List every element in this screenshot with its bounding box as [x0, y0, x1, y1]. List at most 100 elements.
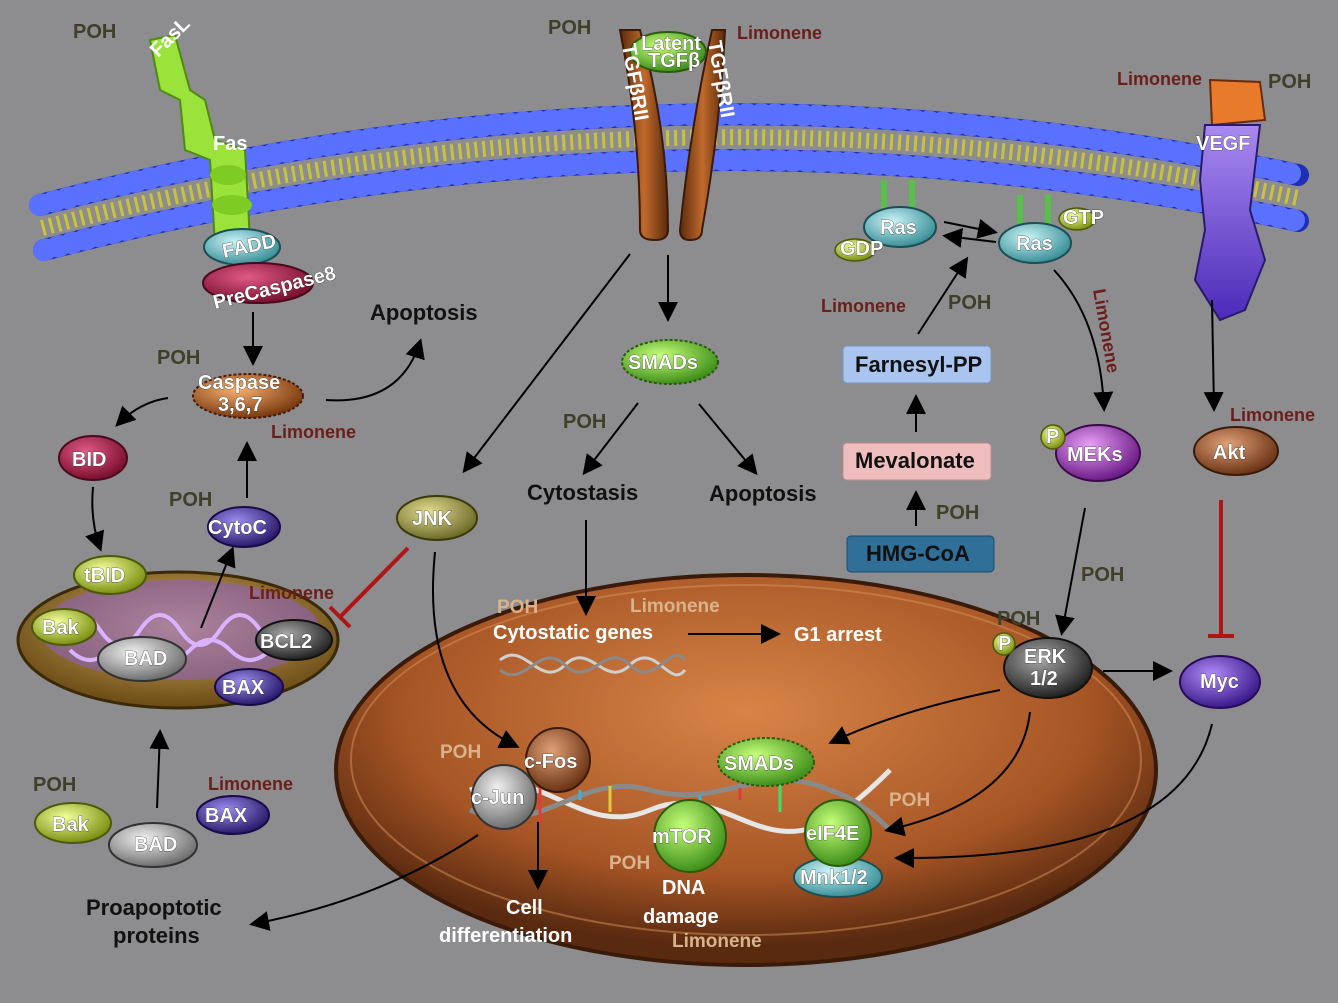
arrow-caspase-bid [115, 397, 169, 427]
gdp-node [834, 238, 876, 262]
gdp-label: GDP [840, 238, 883, 260]
cfos-node [525, 727, 591, 793]
apoptosis-top-label: Apoptosis [370, 300, 478, 325]
dna-damage-label-2: damage [643, 906, 719, 928]
tgfb-label: TGFβ [648, 50, 700, 72]
hmgcoa-box [846, 535, 995, 573]
hmgcoa-label: HMG-CoA [866, 541, 970, 566]
vegf-label: VEGF [1196, 133, 1250, 155]
cytostatic-genes-label: Cytostatic genes [493, 622, 653, 644]
gtp-label: GTP [1063, 207, 1104, 229]
arrow-free-mito [149, 729, 170, 809]
mevalonate-label: Mevalonate [855, 448, 975, 473]
cjun-label: c-Jun [471, 787, 524, 809]
cytoc-label: CytoC [208, 517, 267, 539]
dna-helix-small [499, 653, 687, 677]
arrow-mito-cytoc [200, 546, 236, 629]
arrow-vegf-akt [1203, 299, 1224, 412]
myc-node [1179, 655, 1261, 709]
pathway-arrows [85, 219, 1224, 931]
myc-label: Myc [1200, 671, 1239, 693]
poh-smads-label: POH [563, 411, 606, 433]
eif4e-label: eIF4E [806, 823, 859, 845]
ras-left-node [863, 180, 937, 248]
poh-nuc-genes-label: POH [497, 597, 538, 618]
bax-mito-node [214, 668, 284, 706]
mtor-node [653, 799, 727, 873]
cytoc-node [207, 506, 281, 548]
farnesyl-box [842, 345, 992, 384]
mnk-label: Mnk1/2 [800, 867, 868, 889]
arrow-bid-tbid [85, 486, 105, 552]
bcl2-node [255, 619, 333, 661]
mtor-label: mTOR [652, 826, 712, 848]
akt-label: Akt [1213, 442, 1246, 464]
bad-free-label: BAD [134, 834, 177, 856]
jnk-label: JNK [412, 508, 453, 530]
p-erk-label: P [998, 633, 1011, 655]
erk-label-1: ERK [1024, 646, 1067, 668]
inhibition-lines [328, 500, 1234, 638]
cjun-node [471, 764, 537, 830]
poh-erk-a-label: POH [1081, 564, 1124, 586]
bak-free-label: Bak [52, 814, 90, 836]
arrow-myc-eif4e [894, 723, 1213, 869]
poh-hmg-label: POH [936, 502, 979, 524]
arrow-jnk-cjun [431, 551, 520, 749]
smads-nuc-node [717, 737, 815, 787]
bak-mito-node [31, 608, 97, 646]
bax-free-label: BAX [205, 805, 248, 827]
poh-fasl-label: POH [73, 21, 116, 43]
arrow-farnesyl-ras [917, 256, 969, 335]
bak-mito-label: Bak [42, 617, 80, 639]
akt-node [1193, 426, 1279, 476]
farnesyl-label: Farnesyl-PP [855, 352, 982, 377]
bax-mito-label: BAX [222, 677, 265, 699]
meks-node [1040, 424, 1141, 482]
arrow-caspase-apoptosis [325, 338, 425, 402]
arrow-erk-eif4e [884, 711, 1031, 837]
bax-free-node [196, 795, 270, 835]
erk-label-2: 1/2 [1030, 668, 1058, 690]
poh-farnesyl-label: POH [948, 292, 991, 314]
lim-farnesyl-label: Limonene [821, 296, 906, 316]
lim-tgf-label: Limonene [737, 23, 822, 43]
poh-caspase-label: POH [157, 347, 200, 369]
ras-right-node [998, 195, 1072, 264]
bak-free-node [34, 802, 112, 844]
lim-meks-label: Limonene [1089, 287, 1123, 374]
lim-akt-label: Limonene [1230, 405, 1315, 425]
inhibit-jnk-bcl2-bar [328, 605, 352, 629]
smads-top-node [621, 339, 719, 385]
arrow-ras-meks [1053, 269, 1114, 412]
bad-mito-node [97, 636, 187, 682]
poh-erk-b-label: POH [997, 608, 1040, 630]
lim-vegf-label: Limonene [1117, 69, 1202, 89]
cell-diff-label-2: differentiation [439, 925, 572, 947]
ras-right-label: Ras [1016, 233, 1053, 255]
poh-eif4e-label: POH [889, 790, 930, 811]
bid-label: BID [72, 449, 106, 471]
dna-damage-label-1: DNA [662, 877, 705, 899]
tgfb-receptor [618, 29, 727, 242]
arrow-ras-back [942, 227, 997, 248]
ras-left-label: Ras [880, 217, 917, 239]
arrow-meks-erk [1055, 507, 1086, 636]
bcl2-label: BCL2 [260, 631, 312, 653]
poh-bak-label: POH [33, 774, 76, 796]
lim-caspase-label: Limonene [271, 422, 356, 442]
lim-bcl2-label: Limonene [249, 583, 334, 603]
poh-cfos-label: POH [440, 742, 481, 763]
apoptosis-mid-label: Apoptosis [709, 481, 817, 506]
bad-mito-label: BAD [124, 648, 167, 670]
bad-free-node [108, 822, 198, 868]
caspase-label-1: Caspase [198, 372, 280, 394]
arrow-receptor-jnk [462, 253, 631, 474]
arrow-smads-cytostasis [582, 402, 639, 476]
poh-vegf-label: POH [1268, 71, 1311, 93]
precaspase8-node [202, 262, 314, 304]
meks-label: MEKs [1067, 444, 1123, 466]
inhibit-jnk-bcl2 [338, 546, 410, 619]
arrow-cjun-proapoptotic [249, 834, 479, 931]
